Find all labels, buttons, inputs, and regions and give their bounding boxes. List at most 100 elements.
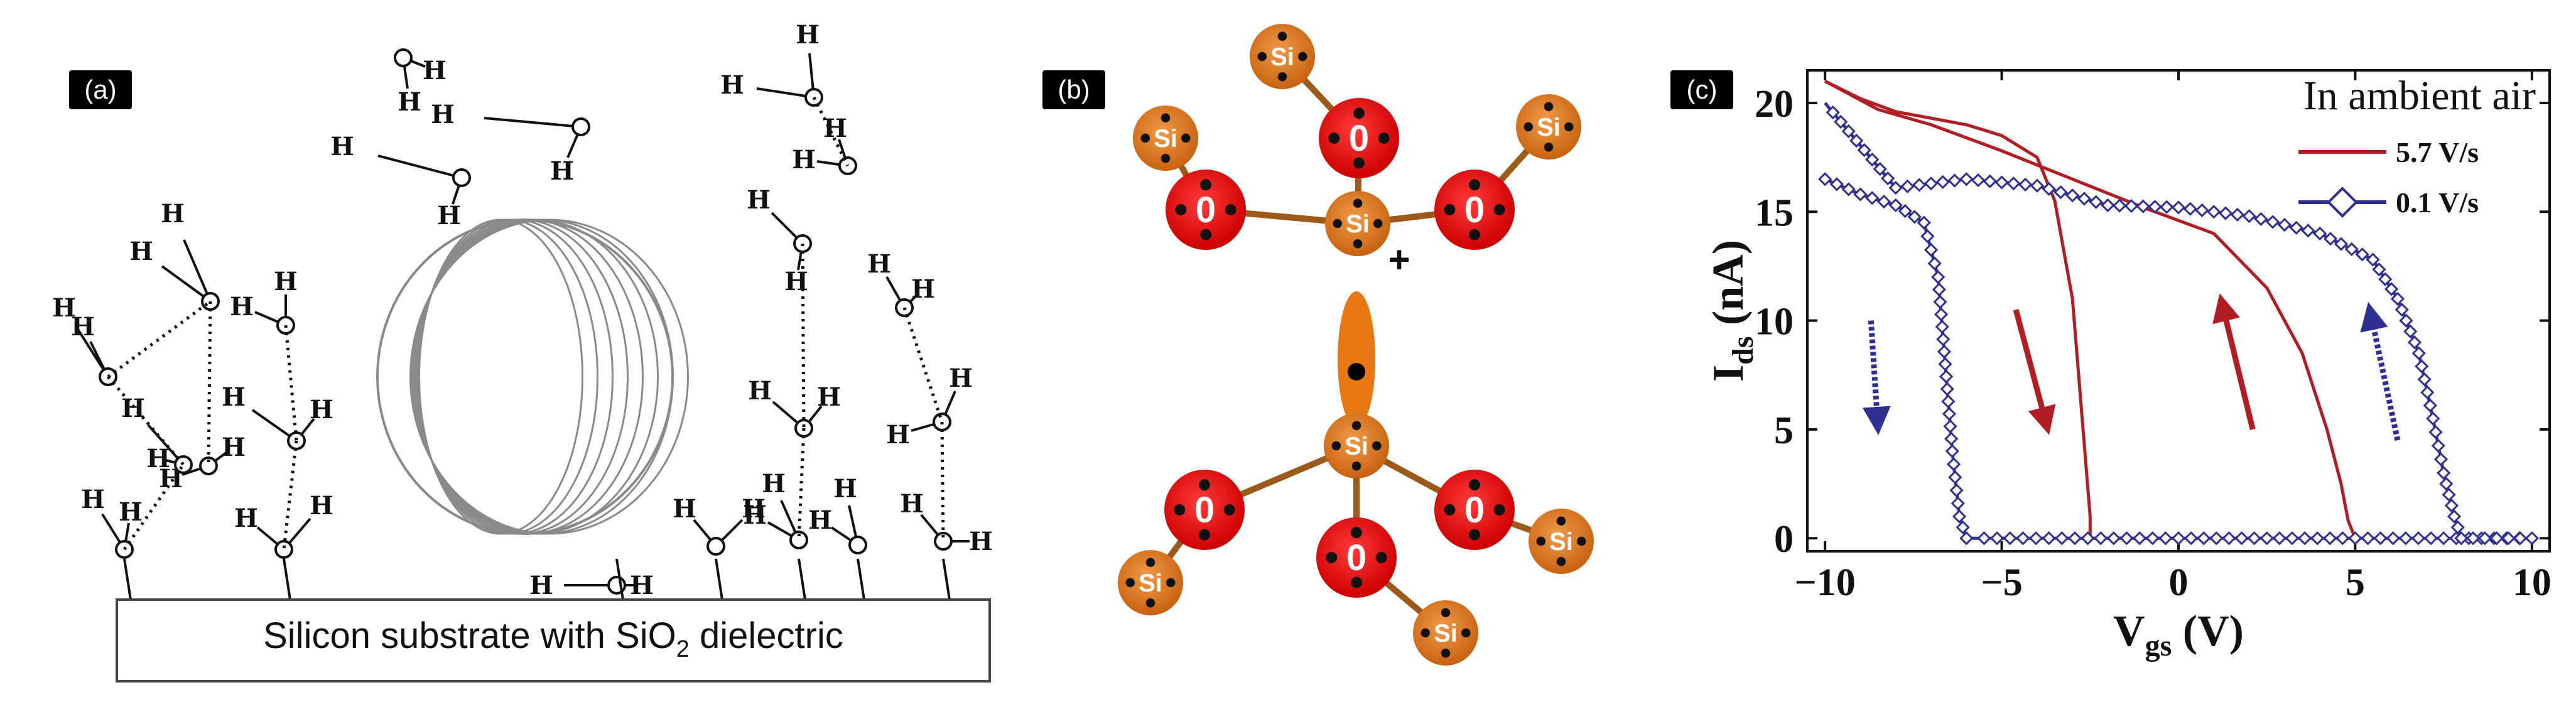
hydrogen-label: H	[748, 376, 772, 406]
hydrogen-label: H	[742, 494, 766, 524]
hydrogen-label: H	[161, 199, 185, 229]
carbon-nanotube	[376, 219, 689, 535]
series-marker	[2431, 438, 2445, 453]
atom-spot	[1576, 536, 1586, 546]
atom-spot	[1199, 529, 1210, 541]
series-marker	[1924, 242, 1939, 257]
oxygen-atom	[1164, 470, 1245, 550]
atom-spot	[1444, 504, 1456, 515]
atom-spot	[1200, 179, 1211, 191]
series-marker	[2171, 200, 2186, 215]
atom-spot	[1353, 107, 1365, 119]
atom-spot	[1145, 558, 1155, 568]
series-marker	[2042, 531, 2056, 546]
series-marker	[2323, 531, 2337, 546]
hydrogen-label: H	[796, 20, 820, 50]
series-marker	[2415, 359, 2429, 374]
series-marker	[2016, 531, 2030, 546]
hydrogen-bond	[940, 421, 945, 542]
atom-spot	[1441, 608, 1451, 618]
hydrogen-bond	[284, 325, 298, 441]
atom-spot	[1493, 504, 1505, 515]
series-marker	[1931, 270, 1946, 284]
series-marker	[2277, 217, 2292, 232]
series-marker	[1937, 344, 1952, 359]
legend-label: 5.7 V/s	[2396, 136, 2479, 168]
hydrogen-label: H	[310, 491, 333, 521]
series-marker	[1849, 133, 1864, 148]
series-marker	[2158, 531, 2173, 546]
series-marker	[2372, 262, 2386, 277]
series-marker	[2218, 206, 2233, 220]
atom-spot	[1536, 536, 1546, 546]
hydrogen-label: H	[274, 267, 298, 296]
series-marker	[2378, 272, 2393, 286]
series-marker	[1952, 509, 1967, 524]
series-marker	[1989, 531, 2005, 546]
series-marker	[1917, 215, 1931, 230]
surface-bond	[798, 558, 806, 600]
series-marker	[1935, 320, 1949, 334]
series-marker	[2411, 346, 2426, 360]
series-marker	[1944, 431, 1959, 446]
series-marker	[1934, 307, 1949, 321]
series-marker	[2348, 531, 2362, 546]
hydrogen-label: H	[431, 100, 455, 129]
atom-spot	[1469, 529, 1480, 541]
series-marker	[2366, 252, 2380, 267]
oxygen-atom	[571, 117, 590, 136]
atom-spot	[1353, 157, 1365, 169]
series-marker	[1873, 162, 1887, 176]
dangling-bond-orbital	[1338, 291, 1375, 427]
substrate-label-subscript: 2	[676, 636, 690, 662]
series-marker	[2398, 531, 2413, 546]
legend-marker	[2327, 186, 2358, 218]
oxygen-atom	[1316, 517, 1397, 598]
x-tick-label: −10	[1794, 561, 1855, 604]
hydrogen-label: H	[833, 474, 857, 504]
atom-spot	[1331, 441, 1341, 451]
series-marker	[2160, 200, 2174, 214]
x-tick-label: 5	[2346, 561, 2365, 604]
hydrogen-label: H	[673, 494, 696, 524]
hydrogen-label: H	[310, 395, 333, 424]
series-marker	[1983, 174, 1997, 188]
silicon-atom	[1118, 550, 1183, 615]
series-marker	[1865, 191, 1880, 205]
nanotube-wall	[409, 219, 689, 535]
series-marker	[2030, 178, 2044, 193]
atom-spot	[1544, 142, 1554, 152]
surface-bond	[123, 558, 132, 600]
series-marker	[2132, 531, 2147, 546]
series-marker	[2285, 531, 2300, 546]
hydrogen-label: H	[119, 497, 143, 527]
series-marker	[2234, 531, 2249, 546]
series-marker	[1959, 531, 1974, 546]
atom-spot	[1523, 122, 1534, 132]
atom-spot	[1351, 527, 1362, 539]
hydrogen-label: H	[234, 504, 258, 533]
series-marker	[1924, 176, 1939, 191]
silicon-substrate	[116, 598, 991, 683]
atom-spot	[1544, 102, 1554, 112]
panel-b-tag-box	[1042, 70, 1105, 109]
hydrogen-label: H	[969, 527, 993, 556]
hydrogen-label: H	[423, 56, 446, 85]
series-marker	[2230, 207, 2244, 222]
hydrogen-label: H	[867, 249, 891, 279]
hydrogen-label: H	[81, 485, 105, 514]
surface-bond	[857, 558, 865, 600]
series-marker	[2426, 411, 2440, 426]
hydrogen-label: H	[230, 292, 254, 321]
series-marker	[2242, 209, 2256, 224]
atom-spot	[1181, 133, 1191, 143]
series-marker	[2450, 520, 2465, 534]
hydrogen-label: H	[949, 364, 973, 393]
oxygen-atom	[394, 48, 413, 67]
series-marker	[2403, 324, 2418, 339]
series-marker	[2184, 531, 2199, 546]
oxygen-label: 0	[1349, 118, 1369, 159]
hydrogen-label: H	[146, 444, 170, 473]
